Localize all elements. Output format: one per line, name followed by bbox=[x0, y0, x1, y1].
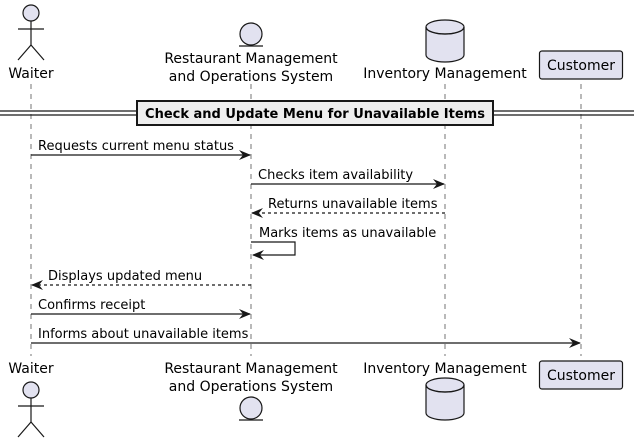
participant-waiter-bottom: Waiter bbox=[8, 361, 54, 438]
entity-icon bbox=[239, 396, 263, 421]
message-label: Returns unavailable items bbox=[268, 197, 438, 212]
actor-icon bbox=[17, 381, 45, 438]
participant-rmos-top: Restaurant Management and Operations Syst… bbox=[164, 22, 338, 85]
message-label: Marks items as unavailable bbox=[259, 226, 436, 241]
message-label: Requests current menu status bbox=[38, 139, 234, 154]
participant-box bbox=[538, 50, 624, 80]
message-label: Confirms receipt bbox=[38, 298, 145, 313]
participant-label-waiter: Waiter bbox=[8, 66, 54, 82]
message-label: Displays updated menu bbox=[48, 269, 202, 284]
participant-label-rmos: and Operations System bbox=[169, 379, 333, 395]
message-6: Confirms receipt bbox=[31, 298, 251, 319]
actor-icon bbox=[17, 4, 45, 61]
participant-inventory-top: Inventory Management bbox=[363, 19, 527, 82]
participant-label-inventory: Inventory Management bbox=[363, 66, 527, 82]
participant-box bbox=[538, 360, 624, 390]
participant-label-customer: Customer bbox=[547, 368, 615, 384]
participant-label-rmos: and Operations System bbox=[169, 69, 333, 85]
divider: Check and Update Menu for Unavailable It… bbox=[0, 100, 634, 126]
divider-label-box bbox=[136, 100, 494, 126]
participant-customer-top: Customer bbox=[538, 50, 624, 80]
participant-label-rmos: Restaurant Management bbox=[164, 51, 338, 67]
message-arrow bbox=[251, 241, 296, 260]
participant-label-rmos: Restaurant Management bbox=[164, 361, 338, 377]
participant-inventory-bottom: Inventory Management bbox=[363, 361, 527, 421]
participant-customer-bottom: Customer bbox=[538, 360, 624, 390]
database-icon bbox=[425, 19, 465, 63]
message-2: Checks item availability bbox=[251, 168, 445, 189]
database-icon bbox=[425, 377, 465, 421]
divider-label: Check and Update Menu for Unavailable It… bbox=[145, 107, 485, 122]
participant-waiter-top: Waiter bbox=[8, 4, 54, 82]
message-label: Informs about unavailable items bbox=[38, 327, 249, 342]
participant-label-waiter: Waiter bbox=[8, 361, 54, 377]
message-5: Displays updated menu bbox=[31, 269, 251, 290]
participant-label-inventory: Inventory Management bbox=[363, 361, 527, 377]
message-4: Marks items as unavailable bbox=[251, 226, 436, 260]
participant-rmos-bottom: Restaurant Management and Operations Syst… bbox=[164, 361, 338, 421]
message-7: Informs about unavailable items bbox=[31, 327, 581, 348]
entity-icon bbox=[239, 22, 263, 47]
message-3: Returns unavailable items bbox=[251, 197, 445, 218]
message-label: Checks item availability bbox=[258, 168, 413, 183]
message-1: Requests current menu status bbox=[31, 139, 251, 160]
participant-label-customer: Customer bbox=[547, 58, 615, 74]
